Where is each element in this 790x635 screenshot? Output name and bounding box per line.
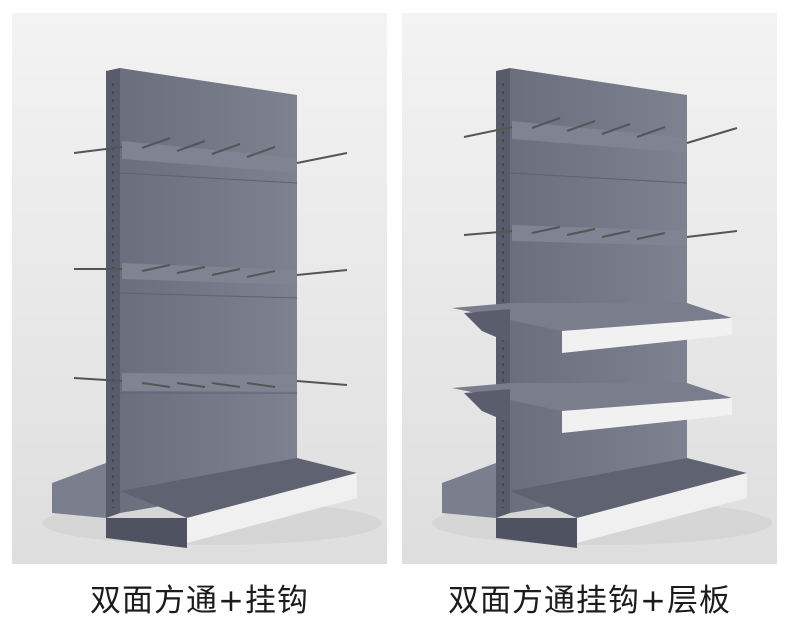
shelf-illustration-hooks-shelves — [402, 13, 777, 564]
plinth — [106, 518, 187, 548]
shelf-illustration-hooks — [12, 13, 387, 564]
base-shelf — [510, 458, 747, 518]
hook-rail-top — [463, 117, 738, 153]
base-shelf-lip — [577, 473, 747, 543]
hook-rail-bottom — [73, 373, 348, 391]
back-panel — [120, 68, 297, 513]
caption-hooks: 双面方通+挂钩 — [90, 582, 309, 619]
caption-hooks-shelves: 双面方通挂钩+层板 — [448, 582, 731, 619]
shelf-lower — [452, 383, 732, 433]
base-shelf — [120, 458, 357, 518]
product-photo-hooks-shelves — [402, 13, 777, 564]
product-photo-hooks — [12, 13, 387, 564]
hook-rail-top — [73, 137, 348, 173]
plinth — [496, 518, 577, 548]
hook-rail-middle — [463, 225, 738, 246]
shelf-upper — [452, 303, 732, 353]
base-shelf-lip — [187, 473, 357, 543]
rear-base — [52, 463, 106, 518]
rear-base — [442, 463, 496, 518]
hook-rail-middle — [74, 263, 348, 285]
